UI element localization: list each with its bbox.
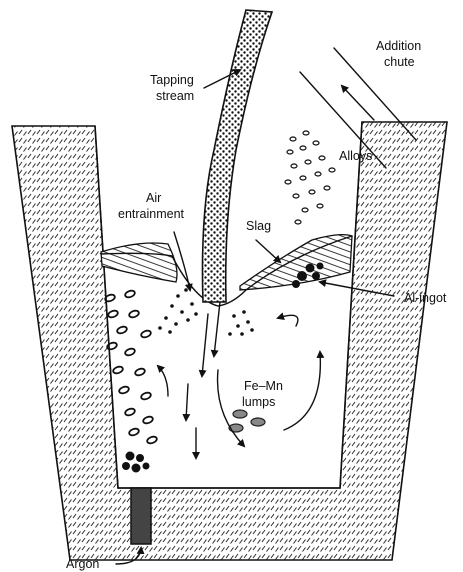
addition-chute-arrow — [342, 86, 374, 120]
tapping-stream — [202, 10, 272, 302]
label-al-ingot: Al-ingot — [404, 291, 447, 305]
falling-alloys — [285, 131, 335, 224]
argon-porous-plug — [131, 488, 151, 544]
slag-layer-left — [101, 243, 177, 282]
label-alloys: Alloys — [339, 149, 372, 163]
label-tapping-stream-2: stream — [156, 89, 194, 103]
label-addition-chute-2: chute — [384, 55, 415, 69]
label-slag: Slag — [246, 219, 271, 233]
label-argon: Argon — [66, 557, 99, 571]
label-air-entrainment-2: entrainment — [118, 207, 185, 221]
label-air-entrainment: Air — [146, 191, 161, 205]
label-fe-mn-2: lumps — [242, 395, 275, 409]
fe-mn-lumps — [229, 410, 265, 432]
label-fe-mn: Fe–Mn — [244, 379, 283, 393]
plug-blobs — [122, 452, 150, 473]
label-tapping-stream: Tapping — [150, 73, 194, 87]
label-addition-chute: Addition — [376, 39, 421, 53]
